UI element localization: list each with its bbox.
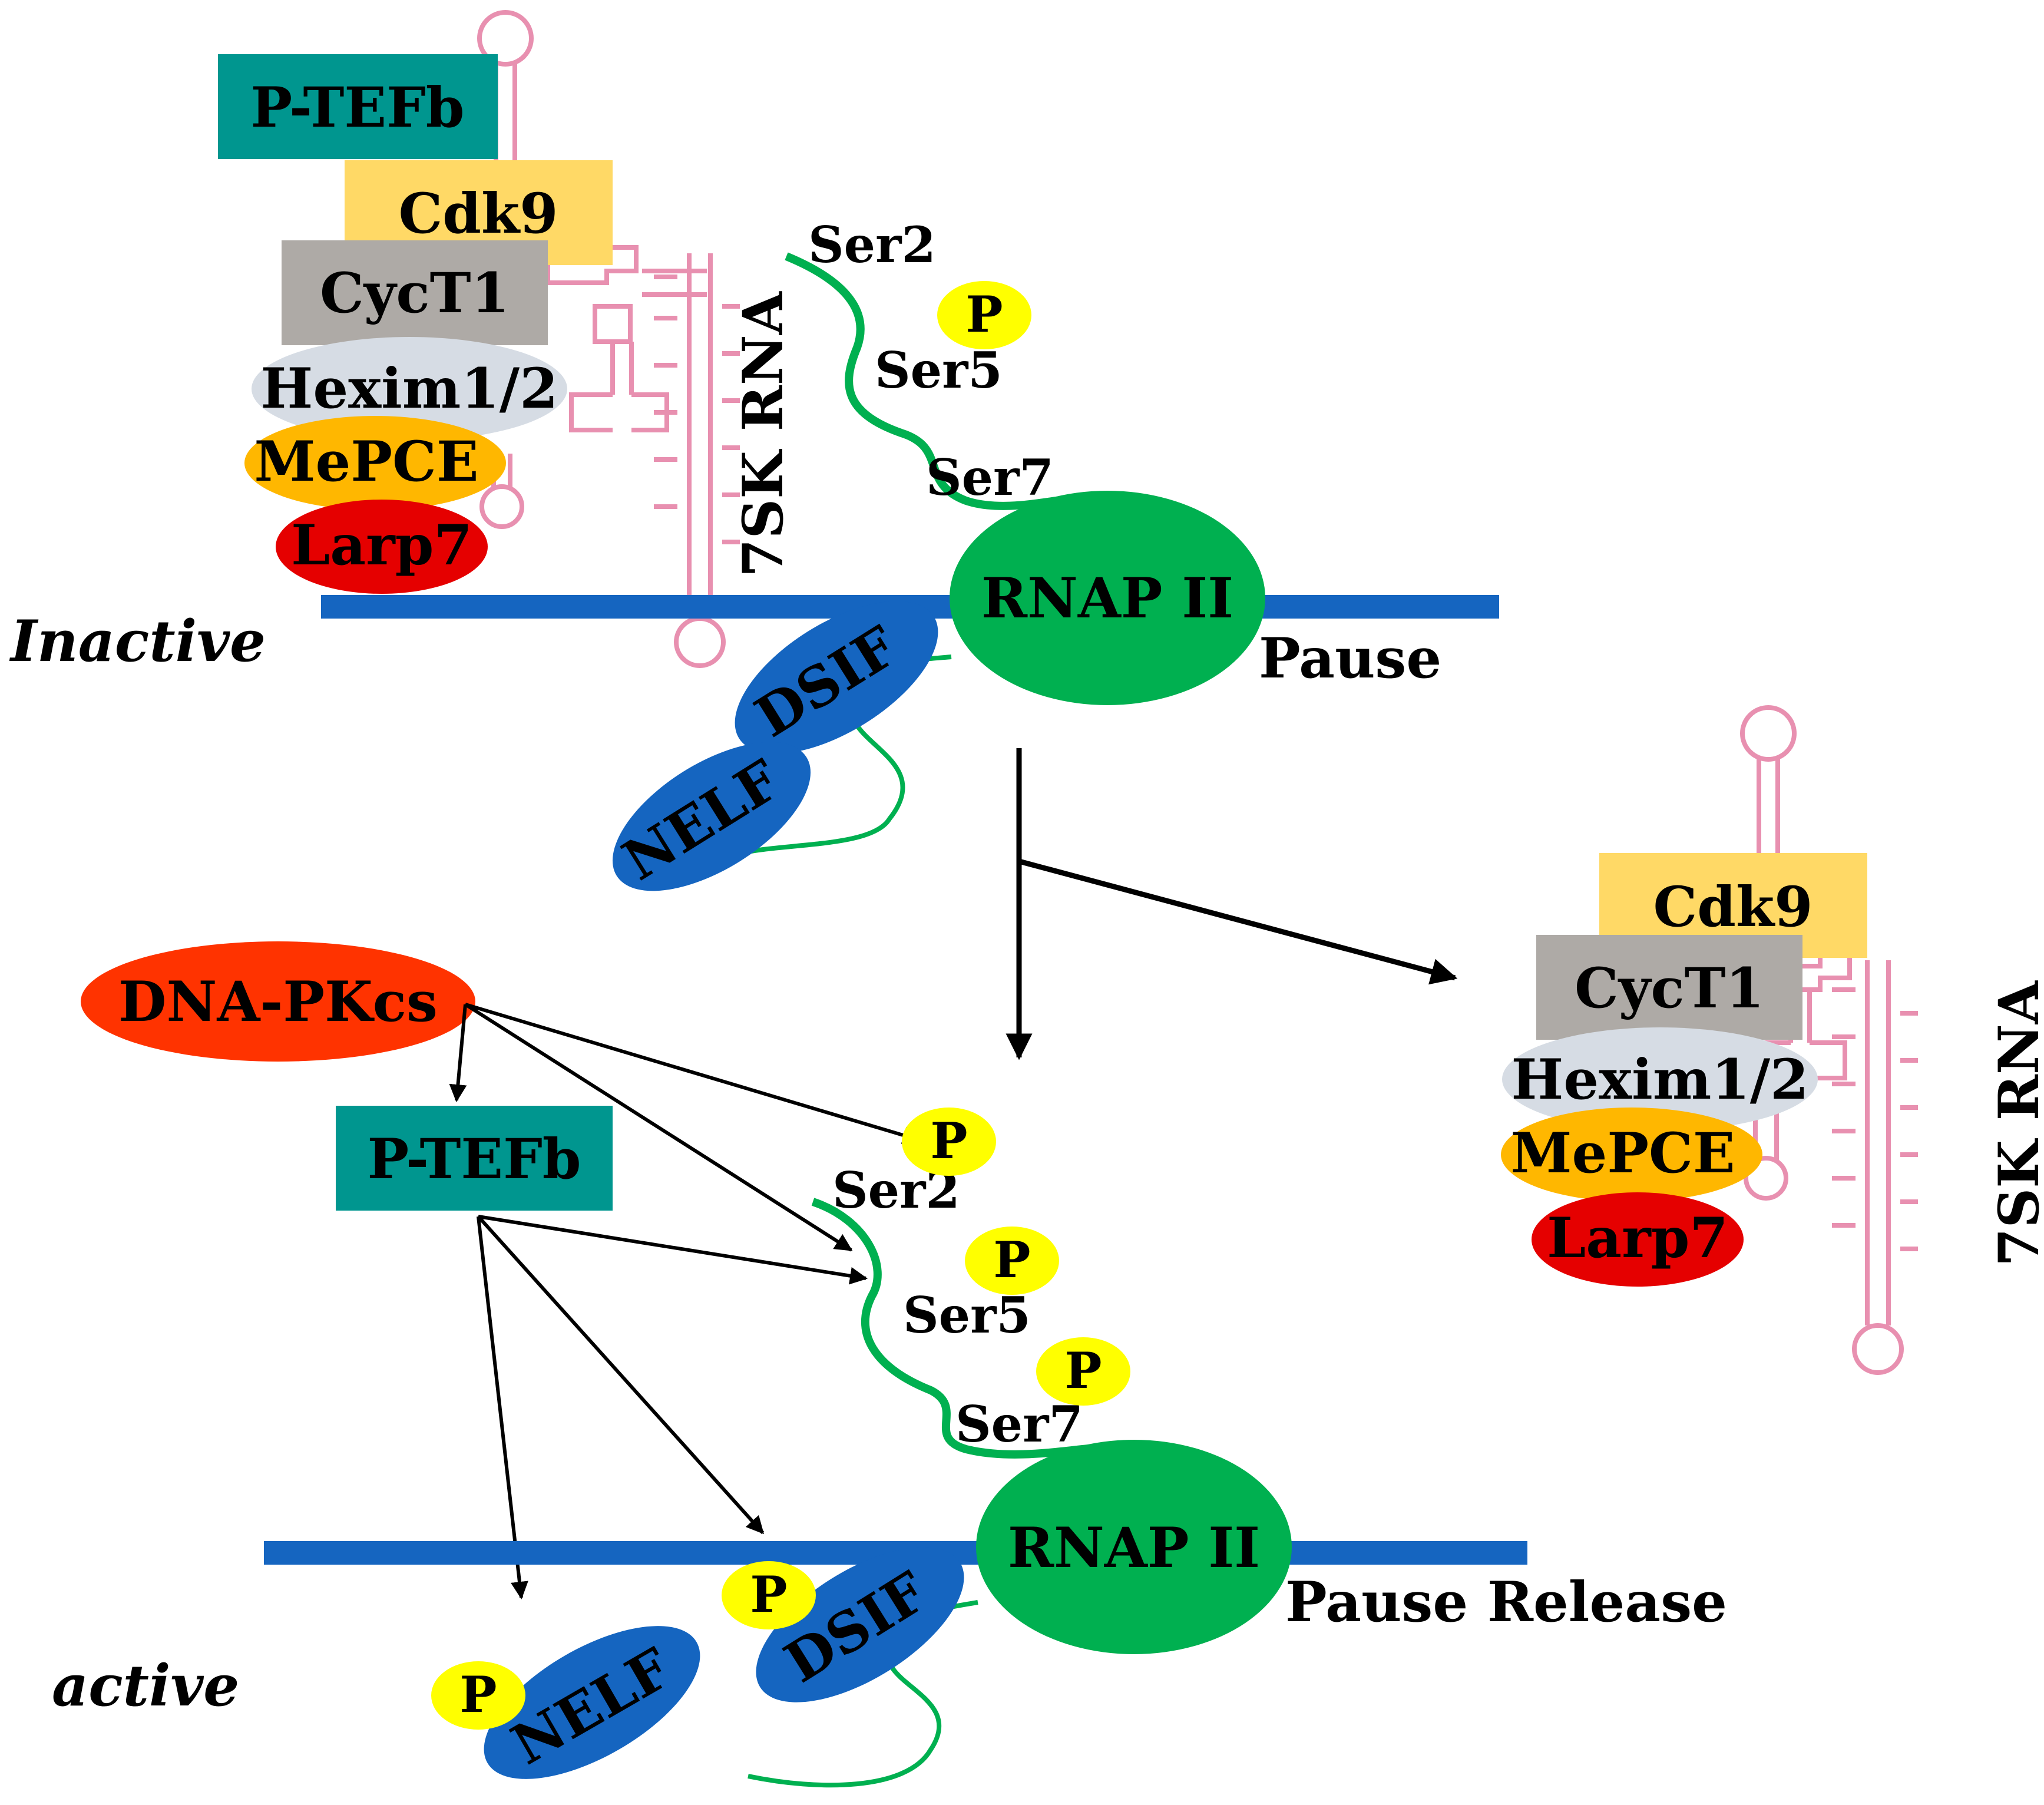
arrow-dnapkcs-to-ptefb <box>449 1004 467 1102</box>
cyct1-label-top: CycT1 <box>320 261 510 326</box>
mepce-label-right: MePCE <box>1510 1121 1735 1186</box>
ser7-label-top: Ser7 <box>926 448 1054 507</box>
larp7-label-right: Larp7 <box>1547 1206 1728 1271</box>
phosphate-ser7-label: P <box>1064 1341 1102 1400</box>
larp7-label-top: Larp7 <box>291 513 472 578</box>
mepce-ellipse-right <box>1501 1108 1762 1202</box>
cyct1-box-top <box>282 240 548 345</box>
larp7-ellipse-top <box>276 500 488 594</box>
ser5-label-top: Ser5 <box>875 341 1003 399</box>
dsif-ellipse-top <box>735 601 938 754</box>
arrow-ptefb-to-nelf <box>477 1216 528 1599</box>
phosphate-label-top: P <box>965 285 1003 343</box>
state-label-active: active <box>52 1652 239 1719</box>
phosphate-ser7 <box>1036 1337 1130 1406</box>
ser7-label-bottom: Ser7 <box>955 1395 1083 1453</box>
ptefb-label-top: P-TEFb <box>250 75 464 140</box>
ctd-tail-top <box>785 252 1067 510</box>
arrow-dnapkcs-to-ser2 <box>465 1003 921 1144</box>
dsif-ellipse-bottom <box>756 1547 964 1702</box>
dna-pkcs-ellipse <box>81 941 475 1062</box>
rnap-ii-bottom <box>976 1440 1292 1654</box>
hexim-ellipse-top <box>252 337 567 441</box>
arrow-dnapkcs-to-ser5 <box>464 1003 853 1252</box>
arrow-ptefb-to-ser5 <box>478 1215 868 1285</box>
larp7-ellipse-right <box>1532 1192 1744 1287</box>
7sk-rna-structure-right <box>1740 705 1918 1375</box>
rnap-ii-top <box>950 491 1265 705</box>
phosphate-ser2-label: P <box>930 1112 967 1170</box>
mepce-ellipse-top <box>244 416 506 510</box>
state-label-inactive: Inactive <box>9 608 266 675</box>
ptefb-box-top <box>218 54 498 159</box>
ptefb-box-bottom <box>336 1106 613 1211</box>
phosphate-nelf-label: P <box>459 1665 497 1724</box>
cyct1-box-right <box>1536 935 1802 1040</box>
7sk-rna-label-top: 7SK RNA <box>731 291 796 577</box>
phosphate-top <box>937 281 1031 349</box>
dna-pkcs-label: DNA-PKcs <box>118 970 438 1034</box>
ptefb-arrows <box>477 1215 868 1599</box>
rnap-ii-label-top: RNAP II <box>981 566 1233 631</box>
hexim-label-right: Hexim1/2 <box>1511 1047 1809 1112</box>
arrow-ptefb-to-dsif <box>477 1215 765 1535</box>
hexim-ellipse-right <box>1502 1027 1818 1131</box>
cyct1-label-right: CycT1 <box>1575 956 1764 1021</box>
nelf-ellipse-bottom <box>484 1626 700 1779</box>
ctd-tail-bottom <box>811 1198 1096 1459</box>
pause-release-label: Pause Release <box>1285 1570 1727 1635</box>
7sk-snrnp-complex-right: Cdk9 CycT1 Hexim1/2 MePCE Larp7 <box>1501 853 1867 1287</box>
pause-label: Pause <box>1259 626 1441 691</box>
phosphate-ser5 <box>965 1227 1059 1295</box>
dna-pkcs-arrows <box>449 1003 921 1252</box>
rnap-ii-label-bottom: RNAP II <box>1008 1516 1260 1581</box>
ptefb-label-bottom: P-TEFb <box>367 1127 581 1192</box>
cdk9-label-top: Cdk9 <box>398 181 558 246</box>
7sk-snrnp-complex-top: P-TEFb Cdk9 CycT1 Hexim1/2 MePCE Larp7 <box>218 54 613 594</box>
cdk9-label-right: Cdk9 <box>1653 875 1813 940</box>
phosphate-ser5-label: P <box>993 1231 1030 1289</box>
phosphate-dsif <box>722 1561 816 1629</box>
phosphate-nelf <box>431 1661 525 1730</box>
mepce-label-top: MePCE <box>254 429 478 494</box>
arrow-release-7sk <box>1018 858 1458 985</box>
7sk-rna-label-right: 7SK RNA <box>1987 980 2044 1267</box>
phosphate-dsif-label: P <box>750 1565 787 1624</box>
nelf-ellipse-top <box>612 742 811 891</box>
phosphate-ser2 <box>902 1108 996 1176</box>
ser2-label-top: Ser2 <box>808 216 936 274</box>
ser5-label-bottom: Ser5 <box>903 1286 1031 1344</box>
hexim-label-top: Hexim1/2 <box>261 356 558 421</box>
